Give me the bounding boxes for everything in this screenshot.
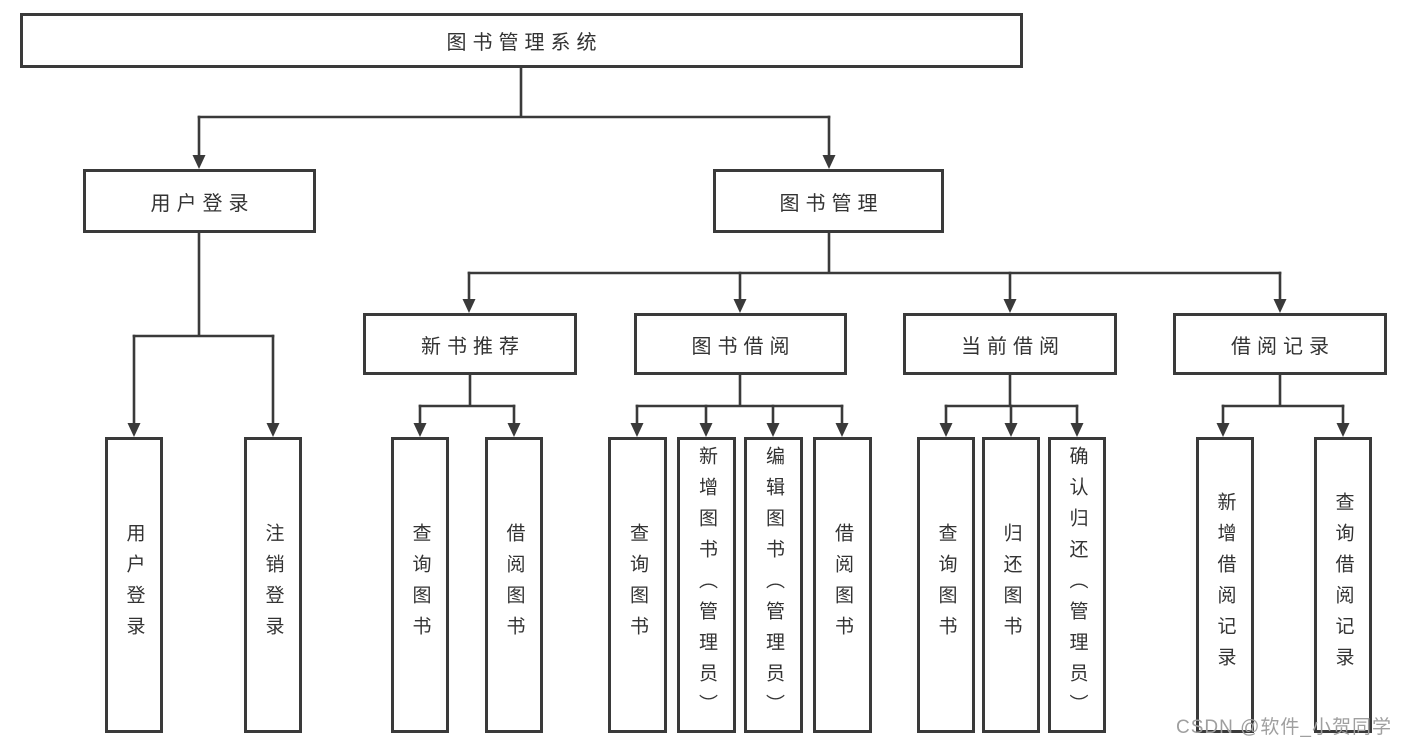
- node-borrow-records: 借阅记录: [1173, 313, 1387, 375]
- connector-new-book-branch: [413, 373, 521, 437]
- leaf-user-login: 用户登录: [105, 437, 163, 733]
- leaf-logout: 注销登录: [244, 437, 302, 733]
- node-book-borrow: 图书借阅: [634, 313, 847, 375]
- leaf-borrow-books-borrow: 借阅图书: [813, 437, 872, 733]
- node-new-book-recommend: 新书推荐: [363, 313, 577, 375]
- connector-root-to-level2: [192, 66, 836, 169]
- connector-book-management-branch: [462, 231, 1287, 313]
- leaf-query-books-borrow: 查询图书: [608, 437, 667, 733]
- node-current-borrow: 当前借阅: [903, 313, 1117, 375]
- node-user-login: 用户登录: [83, 169, 316, 233]
- connector-user-login-branch: [127, 231, 280, 437]
- leaf-confirm-return-admin: 确认归还（管理员）: [1048, 437, 1106, 733]
- leaf-query-books-recommend: 查询图书: [391, 437, 449, 733]
- connector-borrow-records-branch: [1216, 373, 1350, 437]
- leaf-edit-book-admin: 编辑图书（管理员）: [744, 437, 803, 733]
- leaf-add-borrow-record: 新增借阅记录: [1196, 437, 1254, 733]
- leaf-return-books: 归还图书: [982, 437, 1040, 733]
- node-book-management: 图书管理: [713, 169, 944, 233]
- leaf-borrow-books-recommend: 借阅图书: [485, 437, 543, 733]
- csdn-watermark: CSDN @软件_小贺同学: [1176, 717, 1392, 738]
- node-root: 图书管理系统: [20, 13, 1023, 68]
- leaf-add-book-admin: 新增图书（管理员）: [677, 437, 736, 733]
- connector-book-borrow-branch: [630, 373, 849, 437]
- leaf-query-books-current: 查询图书: [917, 437, 975, 733]
- connector-current-borrow-branch: [939, 373, 1084, 437]
- leaf-query-borrow-record: 查询借阅记录: [1314, 437, 1372, 733]
